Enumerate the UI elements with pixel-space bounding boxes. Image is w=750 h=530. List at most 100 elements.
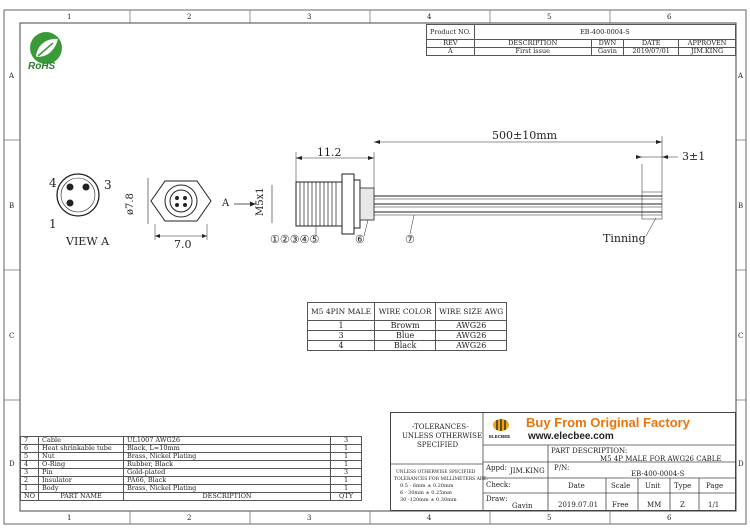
grid-col-label: 6 (667, 514, 672, 522)
col-header: Scale (611, 482, 631, 490)
pin-3 (82, 183, 90, 191)
grid-col-label: 3 (307, 514, 312, 522)
pn-value: EB-400-0004-S (631, 470, 685, 478)
view-a-label: VIEW A (66, 235, 110, 248)
wire-cell: 3 (306, 330, 376, 341)
grid-col-label: 1 (67, 514, 72, 522)
tolerances-title: -TOLERANCES- (412, 423, 469, 431)
tolerances-sub: UNLESS OTHERWISE (402, 432, 483, 440)
col-header: Page (706, 482, 724, 490)
leaf-icon (30, 32, 62, 64)
product-no-label: Product NO. (426, 24, 475, 40)
callout-7: ⑦ (405, 233, 415, 246)
elecbee-logo: ELECBEE (488, 415, 514, 443)
wire-header: M5 4PIN MALE (306, 302, 376, 321)
grid-col-label: 4 (427, 514, 432, 522)
col-header: Date (568, 482, 585, 490)
tinning-label: Tinning (603, 232, 646, 245)
front-face-drawing (147, 178, 212, 240)
draw-label: Draw: (486, 495, 508, 503)
grid-row-label: C (9, 332, 15, 340)
buy-text: Buy From Original Factory (526, 415, 690, 430)
appd-label: Appd: (486, 464, 507, 472)
site-url: www.elecbee.com (528, 431, 614, 442)
tol-note: UNLESS OTHERWISE SPECIFIED (396, 470, 476, 475)
draw-value: Gavin (512, 502, 533, 510)
wire-cell: Black (374, 340, 437, 351)
brand-tag: ELECBEE (489, 434, 511, 439)
rohs-label: RoHS (28, 61, 56, 72)
wire-cell: AWG26 (435, 320, 508, 331)
grid-col-label: 3 (307, 13, 312, 21)
grid-row-label: A (9, 72, 15, 80)
wire-cell: Blue (374, 330, 437, 341)
check-label: Check: (486, 481, 511, 489)
rev-cell: Gavin (590, 47, 625, 56)
rev-cell: A (426, 47, 475, 56)
col-value: 1/1 (708, 501, 720, 509)
pin-1 (66, 199, 74, 207)
grid-row-label: B (9, 202, 15, 210)
grid-col-label: 1 (67, 13, 72, 21)
wire-header: WIRE COLOR (374, 302, 437, 321)
tol-note: TOLERANCES FOR MILLIMETERS ARE: (394, 477, 489, 482)
dim-thread: M5x1 (255, 187, 266, 216)
pin-label: 3 (104, 178, 112, 192)
dim-width: 7.0 (174, 238, 192, 251)
part-desc-label: PART DESCRIPTION: (551, 447, 628, 455)
view-a-drawing (56, 173, 100, 217)
col-value: Z (680, 501, 685, 509)
bom-header: QTY (330, 492, 362, 501)
tol-line: 0.5 - 6mm ± 0.20mm (400, 483, 454, 489)
wire-table: M5 4PIN MALE WIRE COLOR WIRE SIZE AWG 1 … (306, 302, 508, 351)
callout-6: ⑥ (355, 233, 365, 246)
wire-cell: Browm (374, 320, 437, 331)
dim-strip: 3±1 (682, 150, 706, 163)
grid-row-label: D (9, 460, 15, 468)
tol-line: 30 -120mm ± 0.30mm (400, 497, 457, 503)
pn-label: P/N: (554, 464, 570, 472)
bom-header: PART NAME (38, 492, 125, 501)
side-view-drawing (234, 136, 678, 237)
grid-row-label: D (738, 460, 744, 468)
rohs-logo: RoHS (24, 30, 70, 74)
col-header: Type (674, 482, 692, 490)
wire-cell: 4 (306, 340, 376, 351)
appd-value: JIM.KING (510, 467, 545, 475)
dim-diameter: ø7.8 (125, 193, 136, 215)
grid-col-label: 2 (187, 514, 192, 522)
rev-cell: JIM.KING (678, 47, 736, 56)
dim-cable-length: 500±10mm (492, 129, 558, 142)
wire-cell: AWG26 (435, 330, 508, 341)
tolerances-sub: SPECIFIED (417, 441, 459, 449)
pin-label: 1 (49, 217, 57, 231)
grid-col-label: 2 (187, 13, 192, 21)
bee-icon (493, 419, 509, 431)
dim-length-11: 11.2 (317, 146, 342, 159)
col-value: Free (612, 501, 629, 509)
grid-col-label: 6 (667, 13, 672, 21)
grid-col-label: 5 (547, 13, 552, 21)
rev-cell: 2019/07/01 (623, 47, 680, 56)
bom-header: DESCRIPTION (123, 492, 332, 501)
grid-row-label: B (738, 202, 744, 210)
col-header: Unit (645, 482, 661, 490)
grid-col-label: 5 (547, 514, 552, 522)
wire-cell: AWG26 (435, 340, 508, 351)
revision-table: Product NO. EB-400-0004-S REV DESCRIPTIO… (426, 24, 737, 56)
bom-header: NO (19, 492, 40, 501)
col-value: MM (647, 501, 662, 509)
pin-4 (66, 183, 74, 191)
grid-row-label: C (738, 332, 744, 340)
pin-label: 4 (49, 176, 57, 190)
product-no: EB-400-0004-S (473, 24, 737, 40)
callout-1-5: ①②③④⑤ (270, 233, 320, 246)
part-desc: M5 4P MALE FOR AWG26 CABLE (600, 455, 722, 463)
title-block-lines (390, 412, 736, 511)
arrow-a-label: A (222, 198, 230, 209)
grid-row-label: A (738, 72, 744, 80)
tol-line: 6 - 30mm ± 0.25mm (400, 490, 452, 496)
grid-col-label: 4 (427, 13, 432, 21)
